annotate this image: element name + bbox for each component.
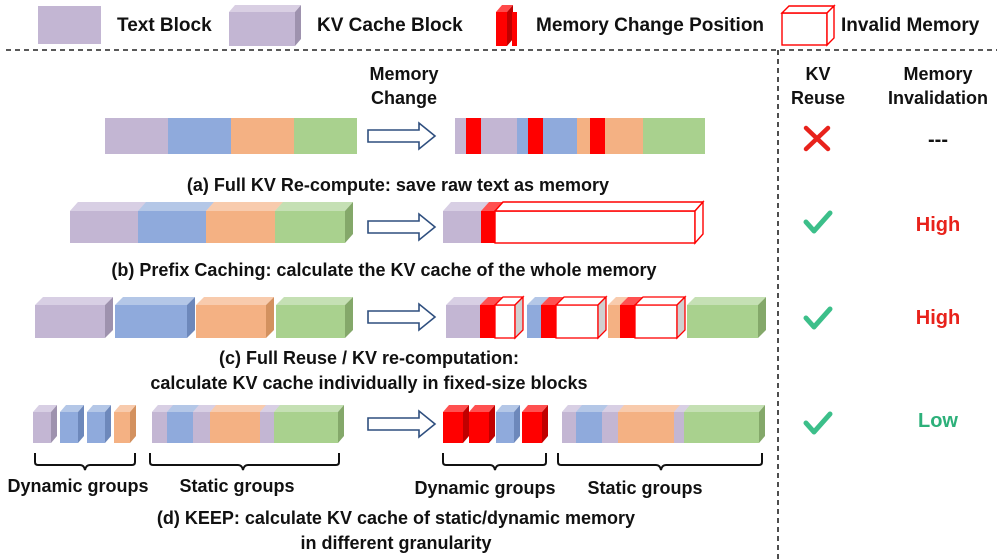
row-a: (a) Full KV Re-compute: save raw text as… [105,118,948,195]
check-icon [803,411,833,435]
legend-text-block-label: Text Block [117,15,212,36]
check-icon [803,306,833,330]
static-groups-label-left: Static groups [179,476,294,496]
brace-dynamic-left [34,453,136,471]
row-d-after-static [562,405,765,443]
legend-memory-change-label: Memory Change Position [536,15,764,36]
row-d-arrow-icon [367,409,437,439]
row-d-before-dynamic [33,405,136,443]
row-b-arrow-icon [367,212,437,242]
row-b-after [443,200,705,245]
legend-text-block-swatch [38,6,101,44]
row-a-caption: (a) Full KV Re-compute: save raw text as… [187,175,609,195]
row-c-caption-2: calculate KV cache individually in fixed… [150,373,587,393]
row-a-invalidation: --- [928,129,948,151]
legend-kv-block-label: KV Cache Block [317,15,463,36]
memory-change-mark [590,118,605,154]
row-b-before [70,202,353,243]
row-a-before [105,118,357,154]
brace-static-left [149,453,340,471]
row-b: (b) Prefix Caching: calculate the KV cac… [70,200,960,280]
row-d-before-static [152,405,344,443]
row-d-after-dynamic [443,405,548,443]
check-icon [803,210,833,234]
memory-invalidation-header-1: Memory [903,64,972,84]
row-d-invalidation: Low [918,410,958,432]
row-d: Dynamic groups Static groups Dynamic gro… [7,405,958,553]
row-b-caption: (b) Prefix Caching: calculate the KV cac… [111,260,656,280]
row-a-after [455,118,705,154]
row-b-invalidation: High [916,214,960,236]
static-groups-label-right: Static groups [587,478,702,498]
row-c-after [446,295,766,340]
kv-reuse-header-1: KV [805,64,830,84]
invalid-memory-block [493,200,705,245]
brace-dynamic-right [442,453,547,471]
legend-invalid-memory-swatch [780,4,836,47]
memory-change-header-1: Memory [369,64,438,84]
kv-reuse-header-2: Reuse [791,88,845,108]
row-d-caption-1: (d) KEEP: calculate KV cache of static/d… [157,508,635,528]
legend-memory-change-swatch [496,5,517,46]
row-c-arrow-icon [367,302,437,332]
row-c-before [35,297,353,338]
row-a-arrow-icon [367,121,437,151]
row-c: (c) Full Reuse / KV re-computation: calc… [35,295,960,393]
brace-static-right [557,453,763,471]
row-c-caption-1: (c) Full Reuse / KV re-computation: [219,348,519,368]
cross-icon [803,125,831,152]
row-c-invalidation: High [916,307,960,329]
legend-invalid-memory-label: Invalid Memory [841,15,980,36]
legend: Text Block KV Cache Block Memory Change … [38,4,980,47]
dynamic-groups-label-right: Dynamic groups [414,478,555,498]
memory-invalidation-header-2: Invalidation [888,88,988,108]
memory-change-mark [528,118,543,154]
legend-kv-block-swatch [229,5,301,46]
memory-change-mark [466,118,481,154]
memory-change-header-2: Change [371,88,437,108]
row-d-caption-2: in different granularity [300,533,491,553]
dynamic-groups-label-left: Dynamic groups [7,476,148,496]
